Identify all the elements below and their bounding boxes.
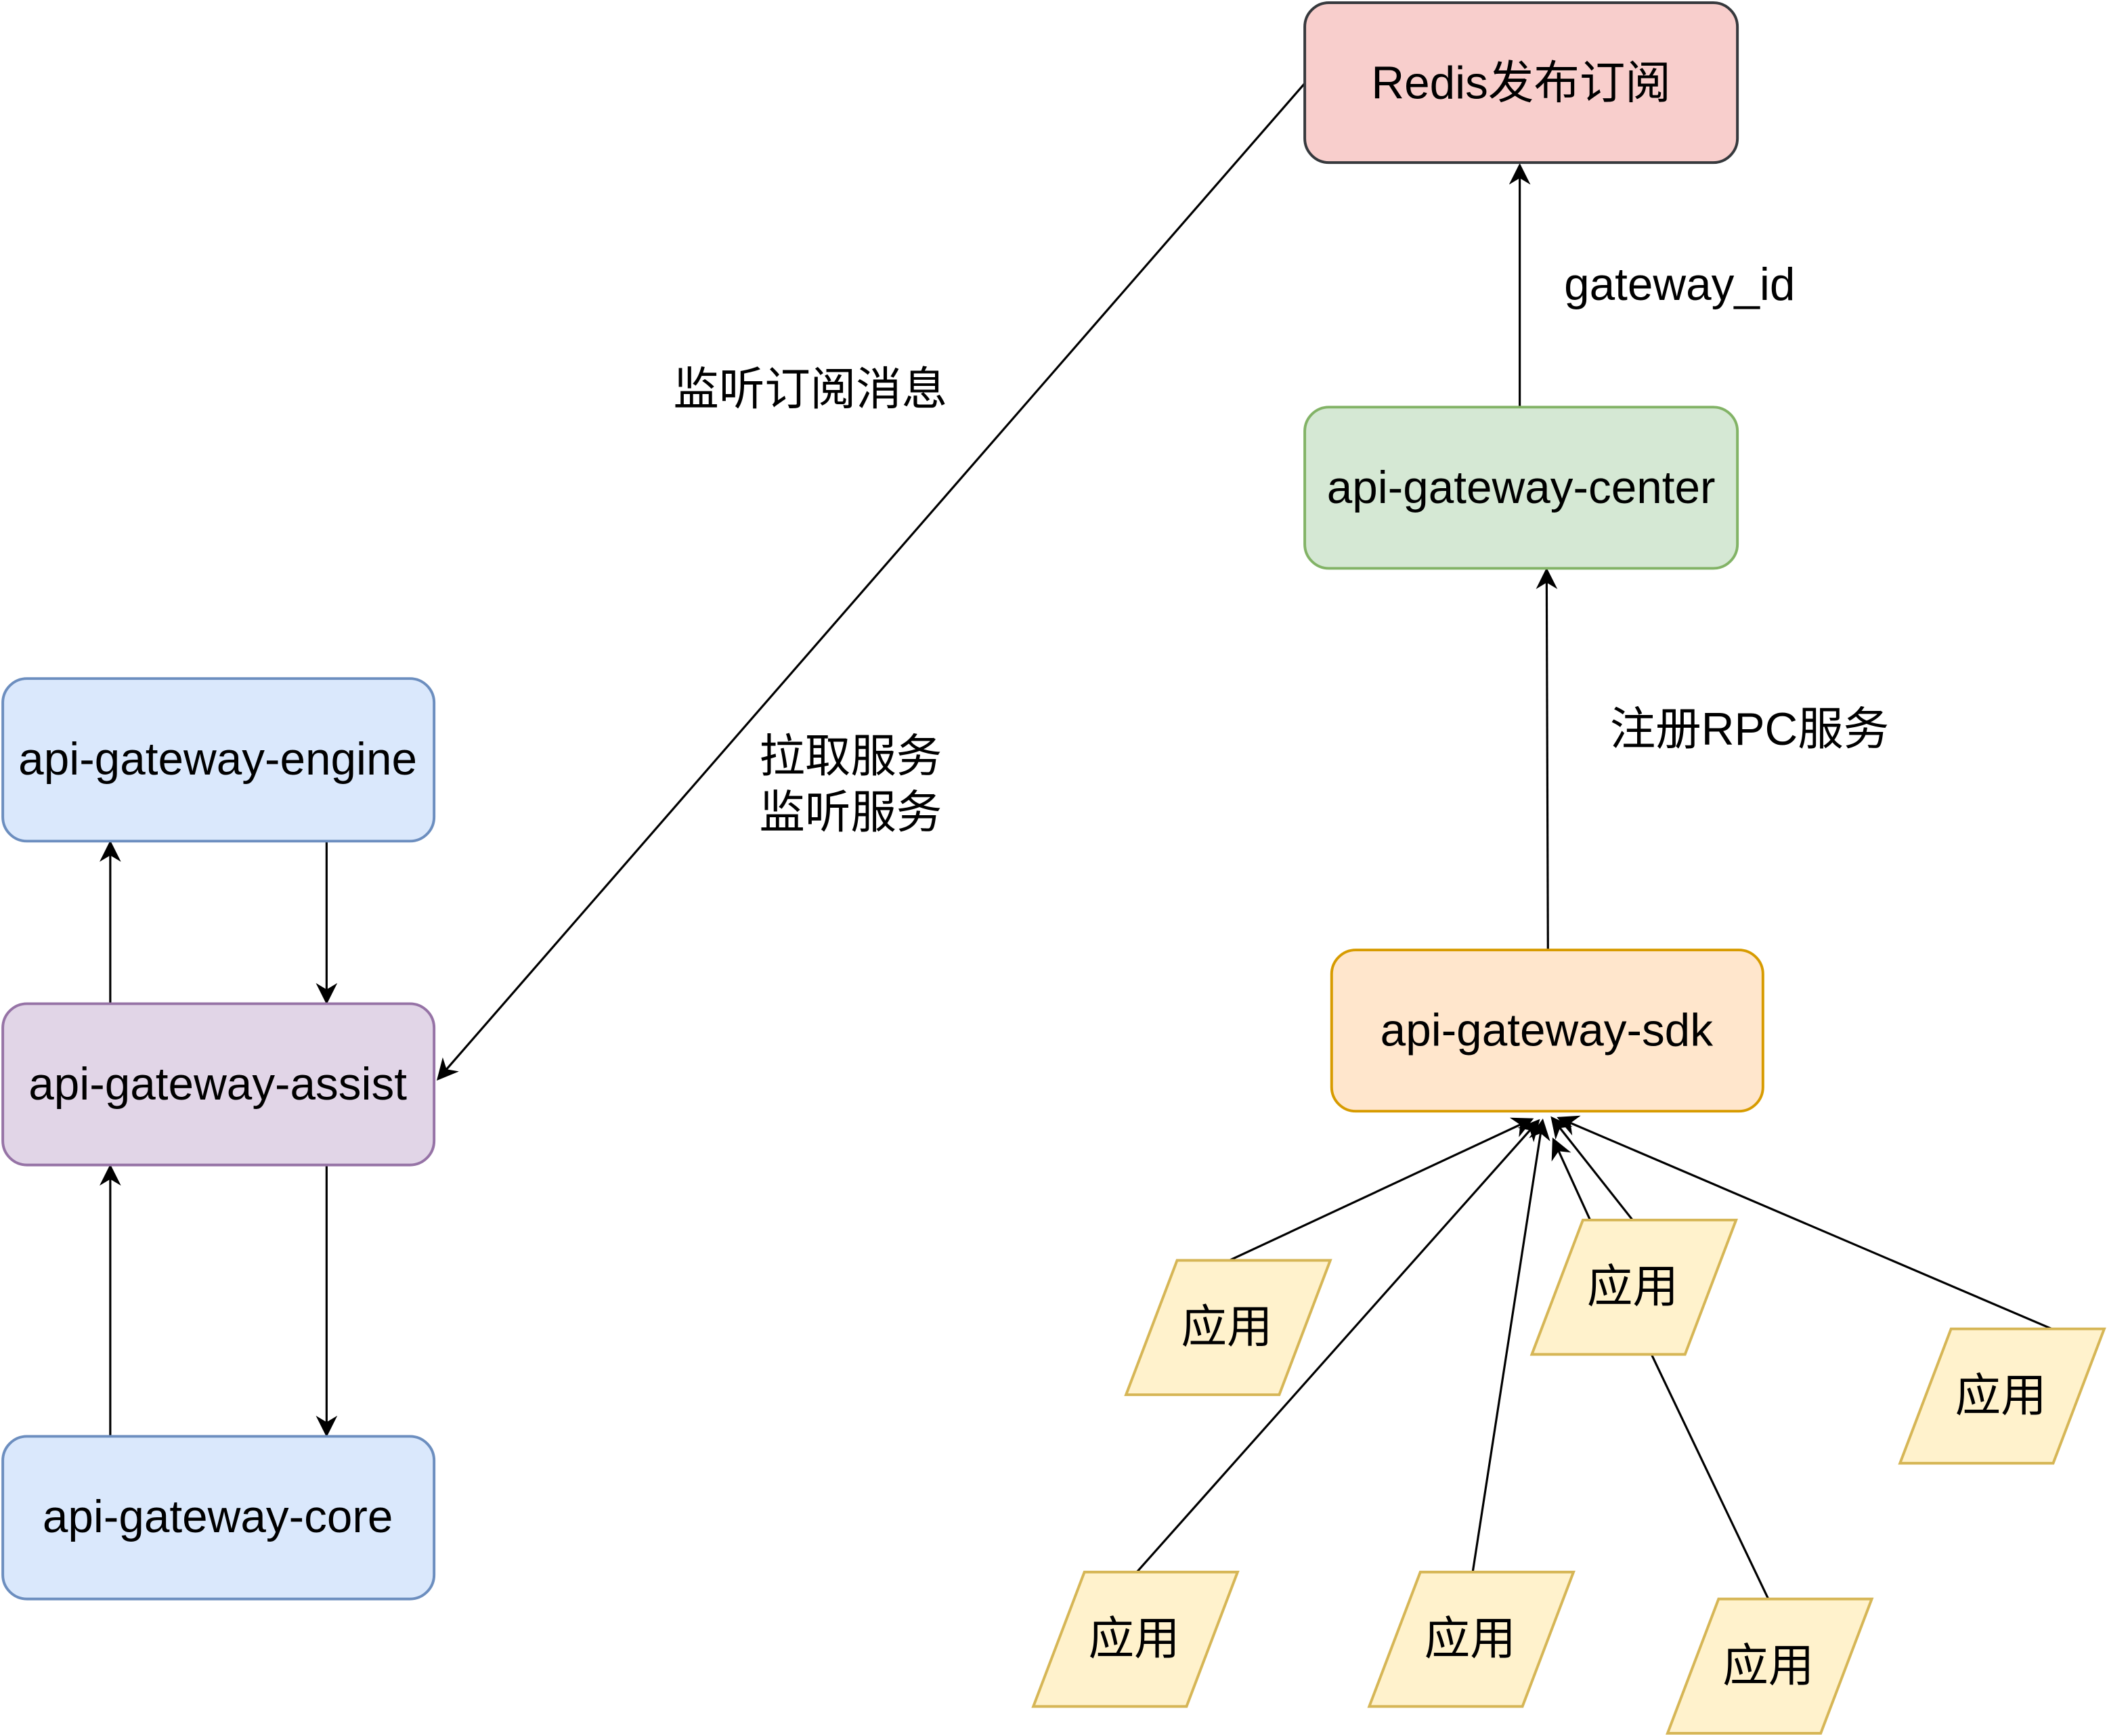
app-node[interactable]: 应用 xyxy=(1031,1570,1240,1708)
edge-app6-to-sdk xyxy=(1551,1137,1770,1600)
edges xyxy=(99,82,2053,1600)
node-center-box xyxy=(1303,406,1739,570)
node-assist-box xyxy=(1,1002,436,1167)
app-label: 应用 xyxy=(1425,1614,1516,1665)
edge-label-gateway-id: gateway_id xyxy=(1564,259,1795,310)
app-node[interactable]: 应用 xyxy=(1529,1218,1739,1356)
node-sdk-box xyxy=(1330,949,1764,1113)
app-node[interactable]: 应用 xyxy=(1367,1570,1576,1708)
app-shape xyxy=(1898,1327,2106,1465)
node-core-box xyxy=(1,1435,436,1601)
app-node[interactable]: 应用 xyxy=(1124,1259,1332,1396)
app-node[interactable]: 应用 xyxy=(1666,1597,1874,1735)
app-shape xyxy=(1666,1597,1874,1735)
app-label: 应用 xyxy=(1089,1614,1180,1665)
node-redis-label: Redis发布订阅 xyxy=(1371,58,1670,109)
edge-redis-to-assist xyxy=(437,82,1306,1081)
node-sdk-label: api-gateway-sdk xyxy=(1381,1005,1714,1056)
node-center[interactable]: api-gateway-center xyxy=(1303,406,1739,570)
edge-sdk-to-center xyxy=(1536,567,1558,951)
edge-app1-to-sdk xyxy=(1229,1117,1534,1261)
app-label: 应用 xyxy=(1955,1370,2047,1421)
edge-label-register-rpc: 注册RPC服务 xyxy=(1610,704,1889,755)
node-core[interactable]: api-gateway-core xyxy=(1,1435,436,1601)
edge-label-listen-subscribe: 监听订阅消息 xyxy=(673,364,947,415)
node-assist[interactable]: api-gateway-assist xyxy=(1,1002,436,1167)
edge-label-listen-service: 监听服务 xyxy=(759,787,942,838)
node-engine-label: api-gateway-engine xyxy=(18,734,417,785)
app-label: 应用 xyxy=(1587,1262,1678,1313)
node-redis[interactable]: Redis发布订阅 xyxy=(1303,1,1739,165)
node-engine-box xyxy=(1,677,436,843)
node-sdk[interactable]: api-gateway-sdk xyxy=(1330,949,1764,1113)
app-shape xyxy=(1124,1259,1332,1396)
node-engine[interactable]: api-gateway-engine xyxy=(1,677,436,843)
app-shape xyxy=(1031,1570,1240,1708)
node-redis-box xyxy=(1303,1,1739,165)
edge-label-pull-service: 拉取服务 xyxy=(759,731,942,782)
app-node[interactable]: 应用 xyxy=(1898,1327,2106,1465)
node-core-label: api-gateway-core xyxy=(43,1492,393,1542)
edge-app3-to-sdk xyxy=(1557,1115,2053,1330)
node-center-label: api-gateway-center xyxy=(1327,462,1716,513)
app-shape xyxy=(1529,1218,1739,1356)
edge-app5-to-sdk xyxy=(1471,1118,1550,1573)
edge-app4-to-sdk xyxy=(1135,1119,1540,1573)
app-label: 应用 xyxy=(1181,1302,1273,1353)
app-shape xyxy=(1367,1570,1576,1708)
node-assist-label: api-gateway-assist xyxy=(28,1059,407,1110)
app-label: 应用 xyxy=(1722,1641,1814,1691)
